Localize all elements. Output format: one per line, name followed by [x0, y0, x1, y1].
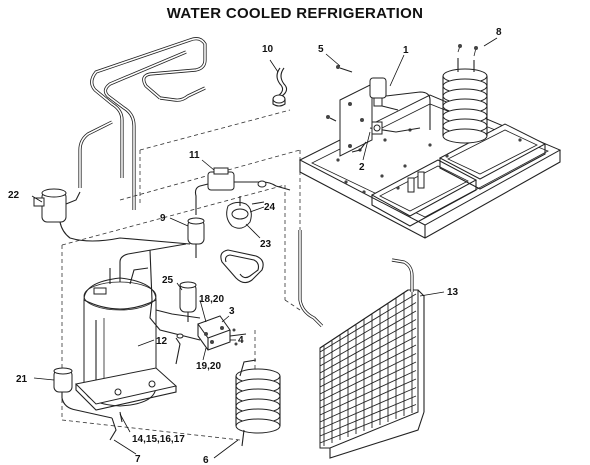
evaporator-rung [319, 336, 417, 388]
evaporator-rung [319, 370, 417, 416]
callout-3: 3 [229, 306, 235, 317]
callout-14-15-16-17: 14,15,16,17 [132, 434, 185, 445]
callout-labels: 1 2 3 4 5 6 7 8 9 10 11 12 13 14,15,16,1… [8, 27, 502, 465]
diagram-title: WATER COOLED REFRIGERATION [166, 5, 424, 22]
callout-18-20: 18,20 [199, 294, 224, 305]
water-regulating-valve [33, 188, 191, 245]
callout-22: 22 [8, 190, 20, 201]
filter-drier [187, 217, 205, 258]
callout-9: 9 [160, 213, 166, 224]
evaporator-rung [319, 310, 417, 367]
evaporator-rung [319, 293, 417, 353]
callout-25: 25 [162, 275, 174, 286]
callout-4: 4 [238, 335, 244, 346]
water-coil-condenser-top [442, 44, 488, 144]
callout-21: 21 [16, 374, 28, 385]
evaporator-rung [319, 378, 417, 423]
callout-10: 10 [262, 44, 274, 55]
solenoid-valve [369, 77, 387, 99]
evaporator-rung [319, 387, 417, 430]
water-valve-lower [53, 367, 73, 393]
leader-lines [31, 37, 498, 459]
callout-2: 2 [359, 162, 365, 173]
callout-6: 6 [203, 455, 209, 465]
evaporator-rung [319, 353, 417, 402]
callout-19-20: 19,20 [196, 361, 221, 372]
evaporator-rung [319, 404, 417, 444]
evaporator-rung [319, 344, 417, 395]
cabinet-outline [61, 109, 301, 441]
top-suction-tubing [78, 37, 207, 210]
compressor [74, 243, 187, 411]
callout-8: 8 [496, 27, 502, 38]
evaporator-rung [319, 361, 417, 409]
evaporator-rung [319, 327, 417, 381]
callout-5: 5 [318, 44, 324, 55]
receiver-tank [179, 281, 197, 322]
evaporator-rung [319, 395, 417, 437]
evaporator-rung [319, 302, 417, 360]
discharge-loop [220, 249, 264, 284]
callout-24: 24 [264, 202, 276, 213]
hot-gas-valve [194, 167, 291, 215]
accumulator-bracket [226, 196, 265, 229]
callout-13: 13 [447, 287, 459, 298]
evaporator-grid [298, 230, 425, 459]
compressor-piping [61, 249, 201, 441]
callout-23: 23 [260, 239, 272, 250]
callout-1: 1 [403, 45, 409, 56]
evaporator-rung [319, 319, 417, 374]
thermistor-bulb [272, 67, 288, 107]
valve-bracket [326, 65, 431, 157]
callout-11: 11 [189, 150, 200, 161]
water-coil-condenser-bottom [235, 359, 281, 447]
callout-7: 7 [135, 454, 141, 465]
callout-12: 12 [156, 336, 168, 347]
